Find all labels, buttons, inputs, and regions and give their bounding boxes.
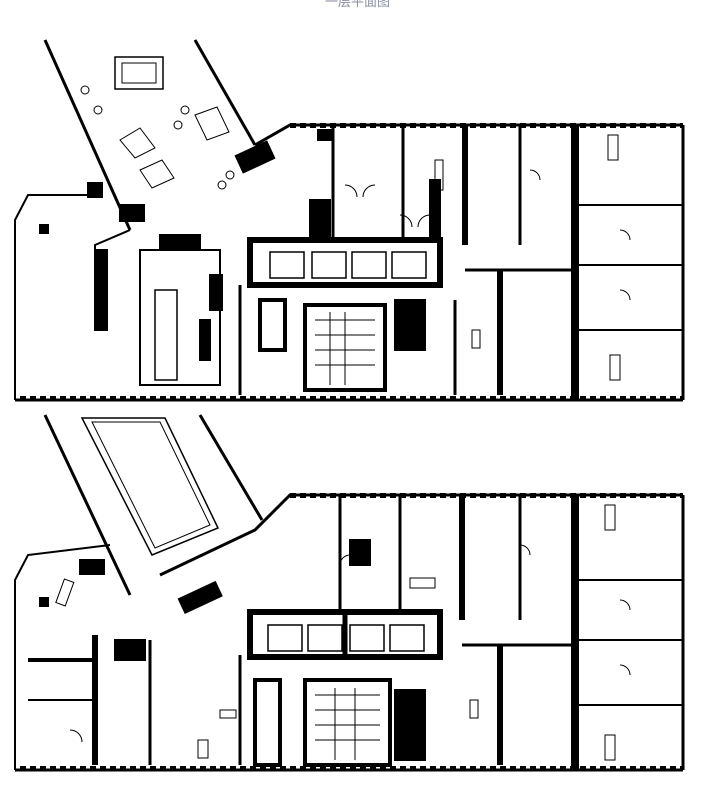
- figure-caption: 一层平面图: [324, 0, 390, 10]
- upper-floor-plan: [14, 39, 685, 402]
- lower-floor-plan: [14, 414, 685, 772]
